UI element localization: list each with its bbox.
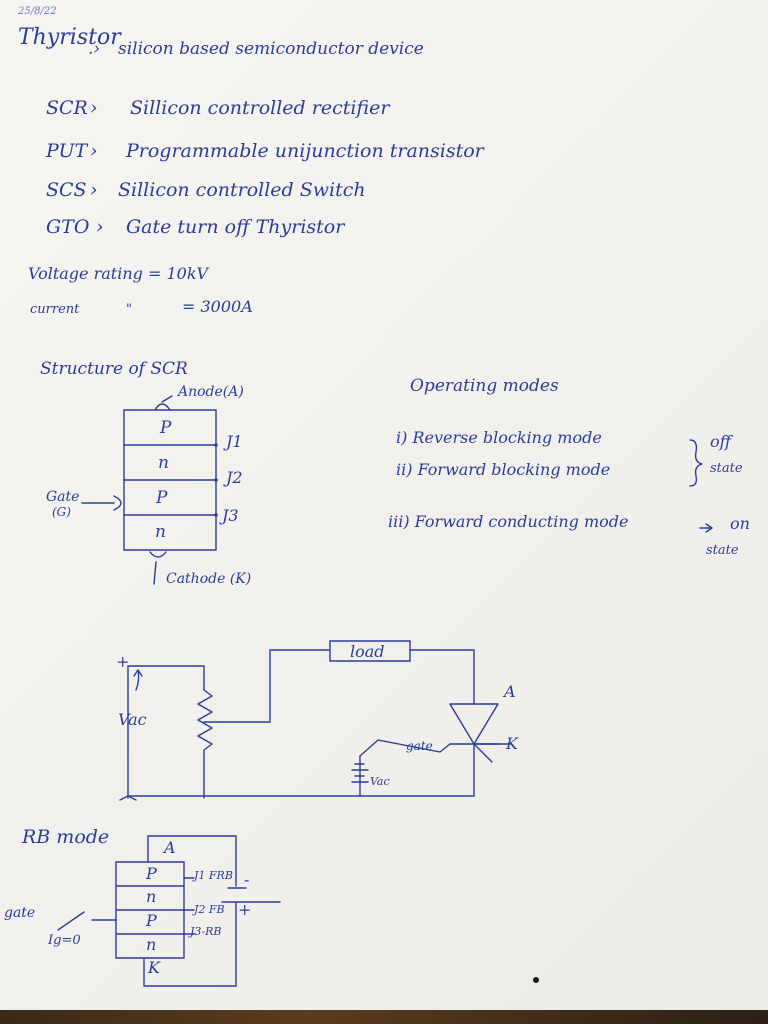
rb-junction-ticks [183,877,195,935]
scr-circuit-diagram [119,640,511,801]
anode-terminal [154,395,173,411]
layer-label: n [155,522,166,542]
gate-label: Gate [46,489,80,505]
subtitle-arrow: .› [88,39,101,59]
cathode-label: K [506,734,518,753]
layer-label: P [156,488,168,508]
ground-mark [119,795,137,801]
layer-label: n [158,453,169,473]
gate-battery-icon [351,755,369,797]
source-arrow-icon [133,669,143,691]
rb-cathode-wire [143,901,237,987]
load-label: load [350,642,385,661]
type-text: Sillicon controlled Switch [118,179,366,201]
battery-plus-label: + [238,900,252,919]
wiper-wire [203,649,331,723]
load-to-anode-wire [409,649,475,705]
junction-label: J2 [226,468,243,487]
date: 25/8/22 [18,6,57,17]
rb-junction-label: J2 FB [194,903,225,916]
off-state-brace [689,439,703,487]
structure-title: Structure of SCR [40,359,188,379]
type-text: Sillicon controlled rectifier [130,97,390,119]
gate-sub-label: (G) [52,505,71,519]
anode-label: Anode(A) [178,384,244,400]
ink-dot [533,977,539,983]
gate-switch-icon [57,911,117,931]
rb-junction-label: J1 FRB [194,869,233,882]
arrow-icon [699,523,713,533]
on-label: on [730,514,750,533]
load-box [329,640,411,662]
cathode-lead [473,743,511,763]
layer-label: P [160,418,172,438]
mode-item: ii) Forward blocking mode [396,460,611,479]
rb-anode-wire [147,835,237,887]
scr-structure-diagram [81,395,218,585]
rb-gate-label: gate [4,905,36,921]
rb-cathode-label: K [148,958,160,977]
plus-label: + [116,652,130,671]
operating-modes-title: Operating modes [410,376,559,396]
type-text: Programmable unijunction transistor [126,140,484,162]
anode-label: A [504,682,516,701]
junction-dot [214,513,218,517]
rb-layer-label: P [146,864,157,883]
cathode-label: Cathode (K) [166,571,252,587]
top-wire [127,665,205,691]
off-state-label: state [710,461,743,476]
mode-item: iii) Forward conducting mode [388,512,629,531]
voltage-rating: Voltage rating = 10kV [28,264,209,283]
page-title: Thyristor [18,25,121,50]
off-label: off [710,432,731,451]
rb-layer-label: P [146,911,157,930]
junction-dot [214,478,218,482]
rb-mode-diagram [57,835,281,987]
arrow-icon: › [90,140,98,162]
gate-wire [359,739,451,757]
ditto-mark: " [126,302,132,317]
rb-junction-label: J3-RB [190,925,222,938]
ig-label: Ig=0 [48,933,81,948]
arrow-icon: › [96,216,104,238]
source-label: Vac [118,710,147,729]
resistor-icon [197,689,213,799]
junction-dot [214,443,218,447]
arrow-icon: › [90,97,98,119]
type-abbr: SCS [46,179,87,201]
rb-anode-label: A [164,838,176,857]
gate-source-label: Vac [370,775,390,788]
gate-terminal [81,495,122,511]
gate-label: gate [406,739,433,753]
desk-edge [0,1010,768,1024]
current-label: current [30,302,80,317]
junction-label: J1 [226,432,243,451]
junction-label: J3 [222,506,239,525]
rb-layer-label: n [146,887,157,906]
cathode-terminal [149,551,167,585]
type-abbr: SCR [46,97,88,119]
type-text: Gate turn off Thyristor [126,216,345,238]
type-abbr: PUT [46,140,88,162]
rb-battery-icon [221,887,281,903]
arrow-icon: › [90,179,98,201]
on-state-label: state [706,543,739,558]
current-value: = 3000A [182,297,253,316]
thyristor-icon [449,703,499,745]
subtitle: silicon based semiconductor device [118,39,424,59]
battery-minus-label: - [244,870,250,889]
mode-item: i) Reverse blocking mode [396,428,602,447]
rb-mode-title: RB mode [22,826,110,848]
rb-layer-label: n [146,935,157,954]
thyristor-cathode [449,743,499,797]
type-abbr: GTO [46,216,90,238]
